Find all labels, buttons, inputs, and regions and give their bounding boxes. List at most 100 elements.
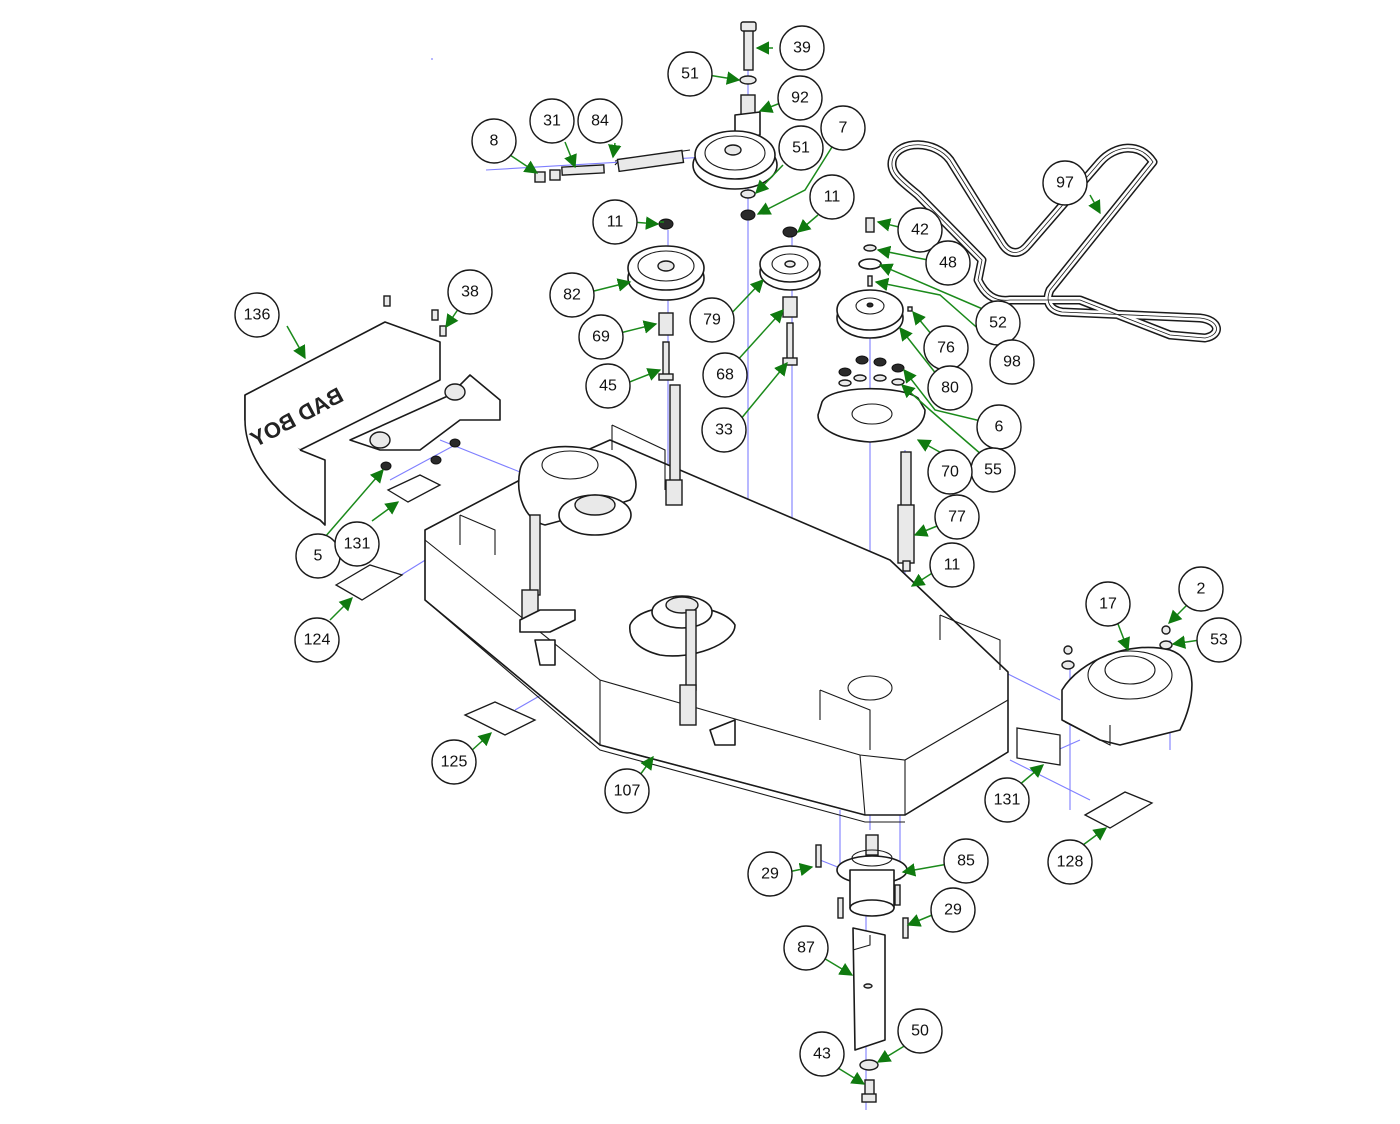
nut-7	[740, 209, 756, 221]
pulley-82-stack	[627, 218, 705, 381]
svg-text:97: 97	[1056, 175, 1074, 192]
svg-text:11: 11	[824, 189, 841, 206]
svg-text:39: 39	[793, 40, 811, 57]
callout-45[interactable]: 45	[585, 363, 631, 409]
svg-text:76: 76	[937, 340, 955, 357]
svg-text:70: 70	[941, 464, 959, 481]
callout-31[interactable]: 31	[529, 98, 575, 144]
svg-text:7: 7	[839, 120, 848, 137]
idler-pulley	[692, 130, 778, 190]
callout-70[interactable]: 70	[927, 449, 973, 495]
callout-131b[interactable]: 131	[984, 777, 1030, 823]
callout-11b[interactable]: 11	[809, 174, 855, 220]
callout-11a[interactable]: 11	[592, 199, 638, 245]
svg-text:29: 29	[944, 902, 962, 919]
svg-text:29: 29	[761, 866, 779, 883]
callout-48[interactable]: 48	[925, 240, 971, 286]
svg-text:50: 50	[911, 1023, 929, 1040]
callout-39[interactable]: 39	[779, 25, 825, 71]
svg-text:77: 77	[948, 509, 966, 526]
svg-text:45: 45	[599, 378, 617, 395]
callout-98[interactable]: 98	[989, 339, 1035, 385]
nut-8a	[534, 171, 546, 183]
svg-text:11: 11	[944, 557, 961, 574]
svg-text:33: 33	[715, 422, 733, 439]
discharge-chute-136: BAD BOY	[244, 295, 501, 526]
svg-text:124: 124	[304, 632, 331, 649]
callout-7[interactable]: 7	[820, 105, 866, 151]
blade-87	[852, 927, 886, 1103]
callout-92[interactable]: 92	[777, 75, 823, 121]
svg-text:98: 98	[1003, 354, 1021, 371]
callout-6[interactable]: 6	[976, 404, 1022, 450]
svg-text:55: 55	[984, 462, 1002, 479]
callout-17[interactable]: 17	[1085, 581, 1131, 627]
callout-5[interactable]: 5	[295, 533, 341, 579]
callout-43[interactable]: 43	[799, 1031, 845, 1077]
callout-33[interactable]: 33	[701, 407, 747, 453]
svg-text:131: 131	[344, 536, 371, 553]
callout-29b[interactable]: 29	[930, 887, 976, 933]
callout-77[interactable]: 77	[934, 494, 980, 540]
callout-131a[interactable]: 131	[334, 521, 380, 567]
decal-131b	[1016, 727, 1061, 766]
svg-text:5: 5	[314, 548, 323, 565]
rod-31	[561, 164, 605, 176]
nut-8b	[549, 169, 561, 181]
callout-82[interactable]: 82	[549, 272, 595, 318]
callout-79[interactable]: 79	[689, 297, 735, 343]
decal-128	[1083, 791, 1154, 829]
callout-84[interactable]: 84	[577, 98, 623, 144]
callout-11c[interactable]: 11	[929, 542, 975, 588]
decal-131a	[386, 474, 442, 503]
callout-87[interactable]: 87	[783, 925, 829, 971]
svg-text:128: 128	[1057, 854, 1084, 871]
svg-text:69: 69	[592, 329, 610, 346]
callout-124[interactable]: 124	[294, 617, 340, 663]
washer-50	[859, 1059, 879, 1071]
callout-29a[interactable]: 29	[747, 851, 793, 897]
svg-text:6: 6	[995, 419, 1004, 436]
callout-38[interactable]: 38	[447, 269, 493, 315]
svg-text:107: 107	[614, 783, 641, 800]
callout-69[interactable]: 69	[578, 314, 624, 360]
mount-plate-70	[817, 355, 926, 443]
callout-128[interactable]: 128	[1047, 839, 1093, 885]
svg-text:131: 131	[994, 792, 1021, 809]
svg-text:52: 52	[989, 315, 1007, 332]
callout-125[interactable]: 125	[431, 739, 477, 785]
svg-text:87: 87	[797, 940, 815, 957]
callout-80[interactable]: 80	[927, 365, 973, 411]
callout-76[interactable]: 76	[923, 325, 969, 371]
callout-107[interactable]: 107	[604, 768, 650, 814]
svg-text:125: 125	[441, 754, 468, 771]
decal-124	[334, 564, 404, 601]
callout-42[interactable]: 42	[897, 207, 943, 253]
svg-text:38: 38	[461, 284, 479, 301]
svg-text:53: 53	[1210, 632, 1228, 649]
callout-2[interactable]: 2	[1178, 566, 1224, 612]
callout-8[interactable]: 8	[471, 118, 517, 164]
svg-text:43: 43	[813, 1046, 831, 1063]
callout-85[interactable]: 85	[943, 838, 989, 884]
callout-53[interactable]: 53	[1196, 617, 1242, 663]
spring-84	[614, 149, 691, 173]
svg-text:79: 79	[703, 312, 721, 329]
callout-51b[interactable]: 51	[778, 125, 824, 171]
callout-68[interactable]: 68	[702, 352, 748, 398]
drive-belt-97	[887, 140, 1221, 343]
svg-text:51: 51	[681, 66, 699, 83]
callout-97[interactable]: 97	[1042, 160, 1088, 206]
callout-136[interactable]: 136	[234, 292, 280, 338]
callout-50[interactable]: 50	[897, 1008, 943, 1054]
svg-text:17: 17	[1099, 596, 1117, 613]
callout-51[interactable]: 51	[667, 51, 713, 97]
svg-text:92: 92	[791, 90, 809, 107]
svg-text:8: 8	[490, 133, 499, 150]
spindle-cover-17	[1061, 625, 1193, 746]
callout-52[interactable]: 52	[975, 300, 1021, 346]
decals	[334, 474, 1154, 829]
svg-text:2: 2	[1197, 581, 1206, 598]
callout-55[interactable]: 55	[970, 447, 1016, 493]
svg-text:51: 51	[792, 140, 810, 157]
